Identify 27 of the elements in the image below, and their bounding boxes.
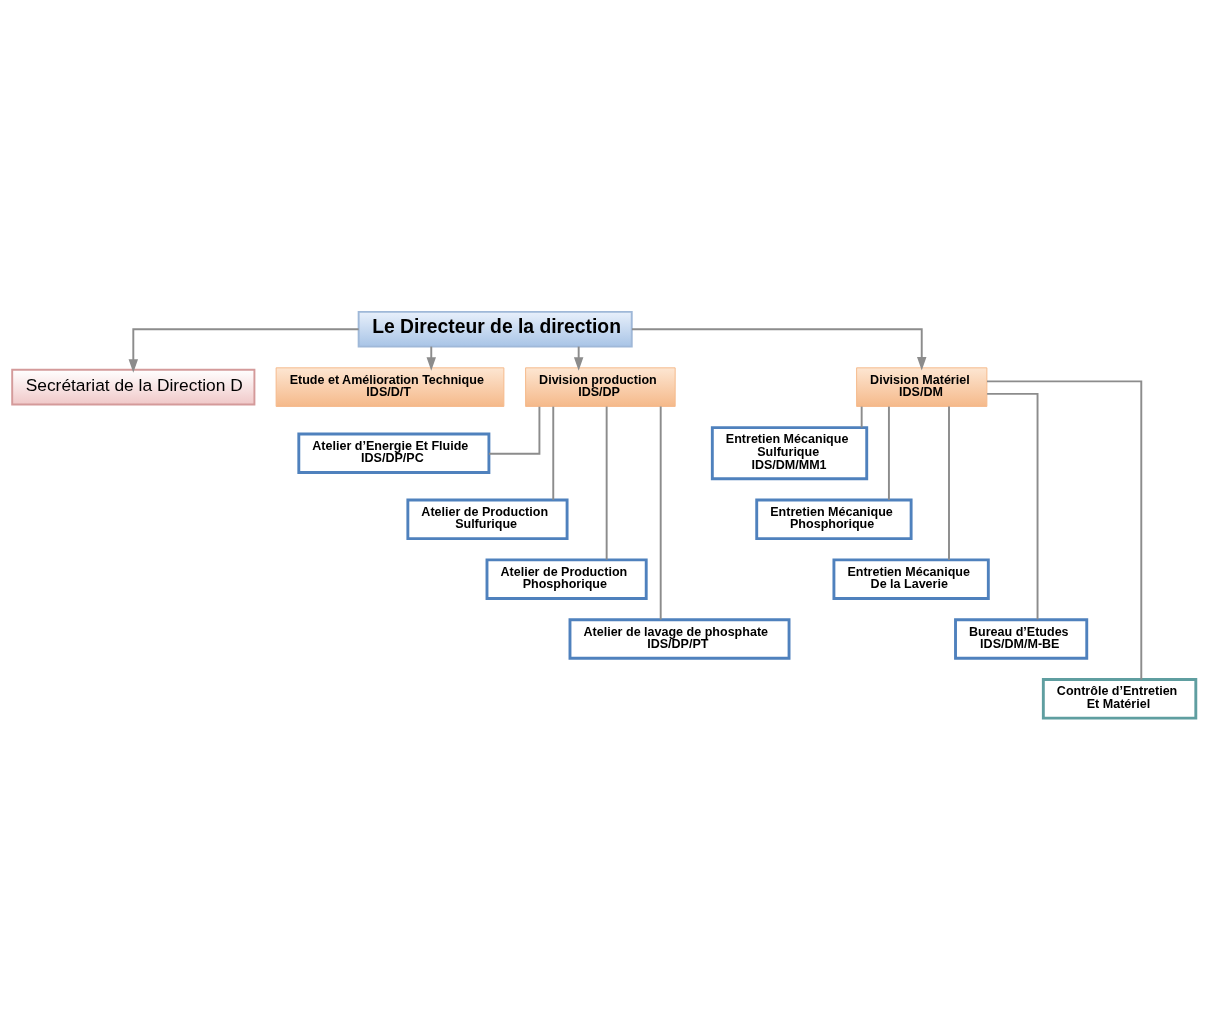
connector: [986, 380, 1143, 681]
node-box: Etude et Amélioration Technique IDS/D/T: [275, 367, 505, 407]
node-box: Secrétariat de la Direction D: [11, 368, 256, 406]
connector: [487, 405, 541, 455]
node-box: Entretien Mécanique Phosphorique: [755, 498, 913, 541]
node-box: Atelier de Production Sulfurique: [406, 498, 569, 541]
arrow: [630, 328, 927, 371]
arrow: [426, 345, 436, 371]
node-box: Division production IDS/DP: [525, 367, 676, 407]
arrow: [573, 345, 584, 371]
node-box: Le Directeur de la direction: [357, 310, 633, 348]
connector: [659, 405, 662, 621]
connector: [887, 405, 890, 501]
connector: [986, 392, 1039, 621]
node-box: Bureau d’Etudes IDS/DM/M-BE: [954, 618, 1089, 660]
node-box: Entretien Mécanique Sulfurique IDS/DM/MM1: [710, 426, 869, 481]
connector: [948, 405, 950, 561]
node-box: Atelier de lavage de phosphate IDS/DP/PT: [568, 618, 791, 660]
node-box: Division Matériel IDS/DM: [856, 367, 988, 407]
connector: [605, 405, 608, 561]
node-box: Atelier de Production Phosphorique: [485, 558, 648, 600]
connector: [552, 405, 555, 501]
node-box: Atelier d’Energie Et Fluide IDS/DP/PC: [297, 432, 491, 474]
arrow: [128, 328, 360, 373]
node-box: Contrôle d’Entretien Et Matériel: [1041, 678, 1198, 720]
connector: [860, 405, 863, 429]
node-box: Entretien Mécanique De la Laverie: [832, 558, 990, 600]
